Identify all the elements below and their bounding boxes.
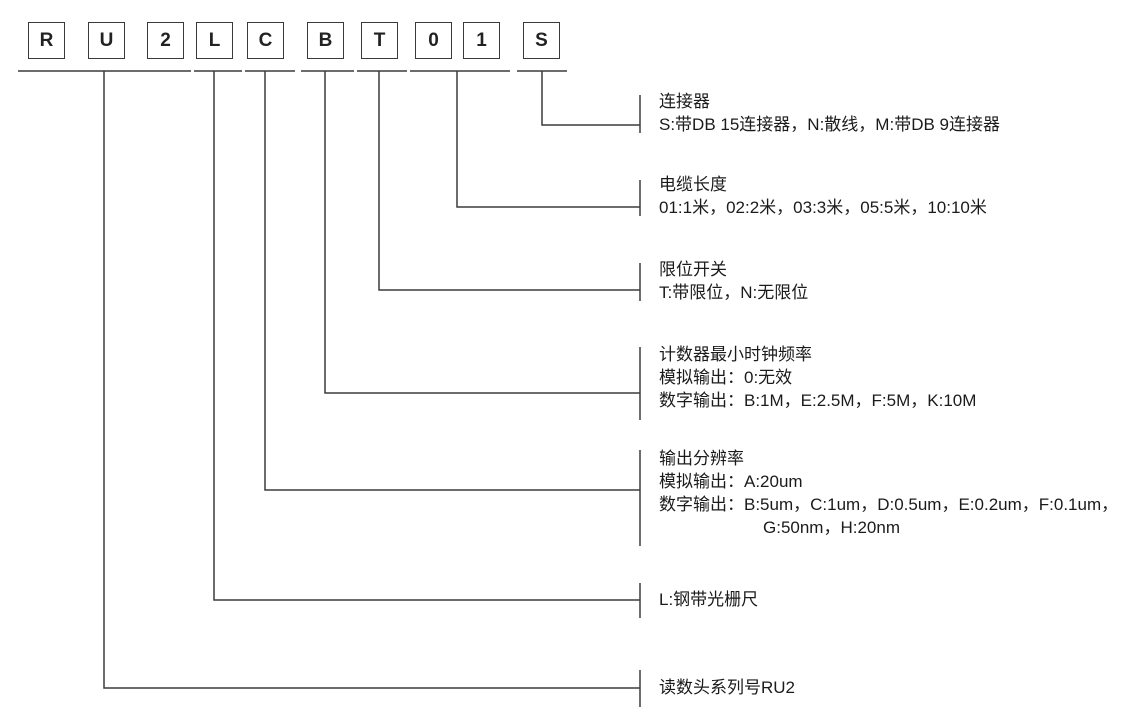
label-scale-type: L:钢带光栅尺	[659, 588, 758, 611]
label-scale-detail: L:钢带光栅尺	[659, 590, 759, 609]
label-clock-analog: 模拟输出：0:无效	[659, 368, 793, 387]
connector-c	[264, 71, 640, 491]
code-box-t: T	[361, 22, 398, 59]
code-box-s: S	[523, 22, 560, 59]
connector-l	[213, 71, 640, 601]
label-limit-switch: 限位开关 T:带限位，N:无限位	[659, 258, 808, 304]
connector-b	[324, 71, 640, 394]
label-series: 读数头系列号RU2	[659, 676, 795, 699]
code-box-2: 2	[147, 22, 184, 59]
code-box-r: R	[28, 22, 65, 59]
label-cable-detail: 01:1米，02:2米，03:3米，05:5米，10:10米	[659, 198, 987, 217]
connector-s	[541, 71, 640, 126]
connector-t	[378, 71, 640, 291]
label-connector-title: 连接器	[659, 92, 710, 111]
label-cable-length: 电缆长度 01:1米，02:2米，03:3米，05:5米，10:10米	[659, 173, 987, 219]
label-series-detail: 读数头系列号RU2	[659, 678, 796, 697]
label-resolution-analog: 模拟输出：A:20um	[659, 472, 803, 491]
code-box-b: B	[307, 22, 344, 59]
connector-01	[456, 71, 640, 208]
label-clock-digital: 数字输出：B:1M，E:2.5M，F:5M，K:10M	[659, 391, 977, 410]
label-resolution-digital-cont: G:50nm，H:20nm	[763, 518, 900, 537]
label-clock-frequency: 计数器最小时钟频率 模拟输出：0:无效 数字输出：B:1M，E:2.5M，F:5…	[659, 343, 976, 412]
label-cable-title: 电缆长度	[659, 175, 727, 194]
code-box-1: 1	[463, 22, 500, 59]
label-resolution: 输出分辨率 模拟输出：A:20um 数字输出：B:5um，C:1um，D:0.5…	[659, 447, 1118, 539]
code-box-l: L	[196, 22, 233, 59]
label-resolution-title: 输出分辨率	[659, 449, 744, 468]
connector-ru2	[103, 71, 640, 689]
label-limit-title: 限位开关	[659, 260, 727, 279]
label-clock-title: 计数器最小时钟频率	[659, 345, 812, 364]
code-box-c: C	[247, 22, 284, 59]
label-resolution-digital: 数字输出：B:5um，C:1um，D:0.5um，E:0.2um，F:0.1um…	[659, 495, 1119, 514]
code-box-u: U	[88, 22, 125, 59]
code-box-0: 0	[415, 22, 452, 59]
label-connector: 连接器 S:带DB 15连接器，N:散线，M:带DB 9连接器	[659, 90, 1000, 136]
label-limit-detail: T:带限位，N:无限位	[659, 283, 809, 302]
label-connector-detail: S:带DB 15连接器，N:散线，M:带DB 9连接器	[659, 115, 1000, 134]
